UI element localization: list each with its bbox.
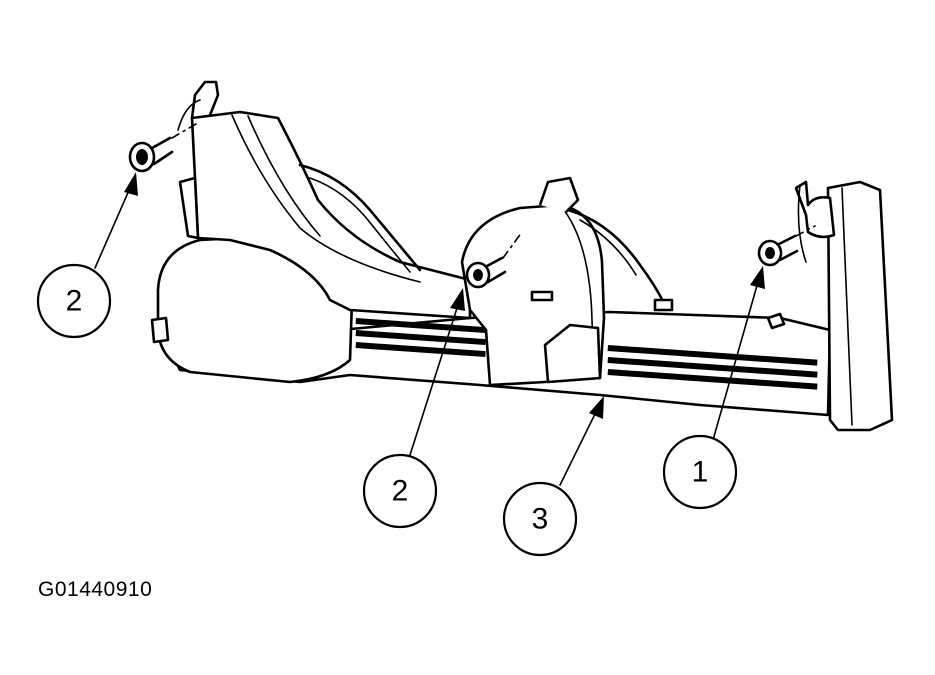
fastener-right [757,234,799,267]
dome-tab-right [653,298,674,312]
right-upright-crease [841,187,853,426]
left-upright-crease [231,114,421,283]
left-grille [355,317,486,358]
right-swoop-rail [566,208,667,307]
callout-2-left: 2 [36,263,112,339]
upper-curved-rail [298,163,422,272]
leader-arrow-callout-2-center [409,288,465,456]
left-top-hook [190,80,220,120]
alignment-line-right [795,225,816,237]
right-bracket [794,180,836,239]
left-upright-panel [190,110,472,320]
fastener-left [128,136,174,173]
callout-1-label: 1 [692,456,709,489]
right-grille [607,345,818,390]
right-swoop-rail-inner [579,219,637,276]
figure-id-label: G01440910 [38,578,153,601]
center-inset-tray [543,323,602,384]
callout-3: 3 [502,481,578,557]
strip-tab-right [766,312,786,330]
callout-2-center: 2 [362,453,438,529]
leader-arrow-callout-1 [712,266,765,441]
callout-2-center-label: 2 [392,475,409,508]
right-upright-panel [826,180,894,432]
left-hook-wire [177,99,201,131]
center-dome-cap [538,176,580,213]
callout-1: 1 [662,434,738,510]
right-bracket-wire [797,184,807,263]
left-upright-crease-2 [247,115,321,237]
left-small-tab [150,316,170,344]
alignment-line-center [502,231,523,259]
alignment-line-left [171,123,197,139]
callout-3-label: 3 [532,503,549,536]
center-dome-seam [559,204,595,379]
fastener-center [465,256,507,289]
upper-curved-rail-inner [309,177,411,273]
left-side-flange [178,176,200,240]
callout-2-left-label: 2 [66,285,83,318]
leader-arrow-callout-2-left [94,172,138,269]
leader-arrow-callout-3 [559,396,604,486]
dome-tab-left [530,290,554,302]
